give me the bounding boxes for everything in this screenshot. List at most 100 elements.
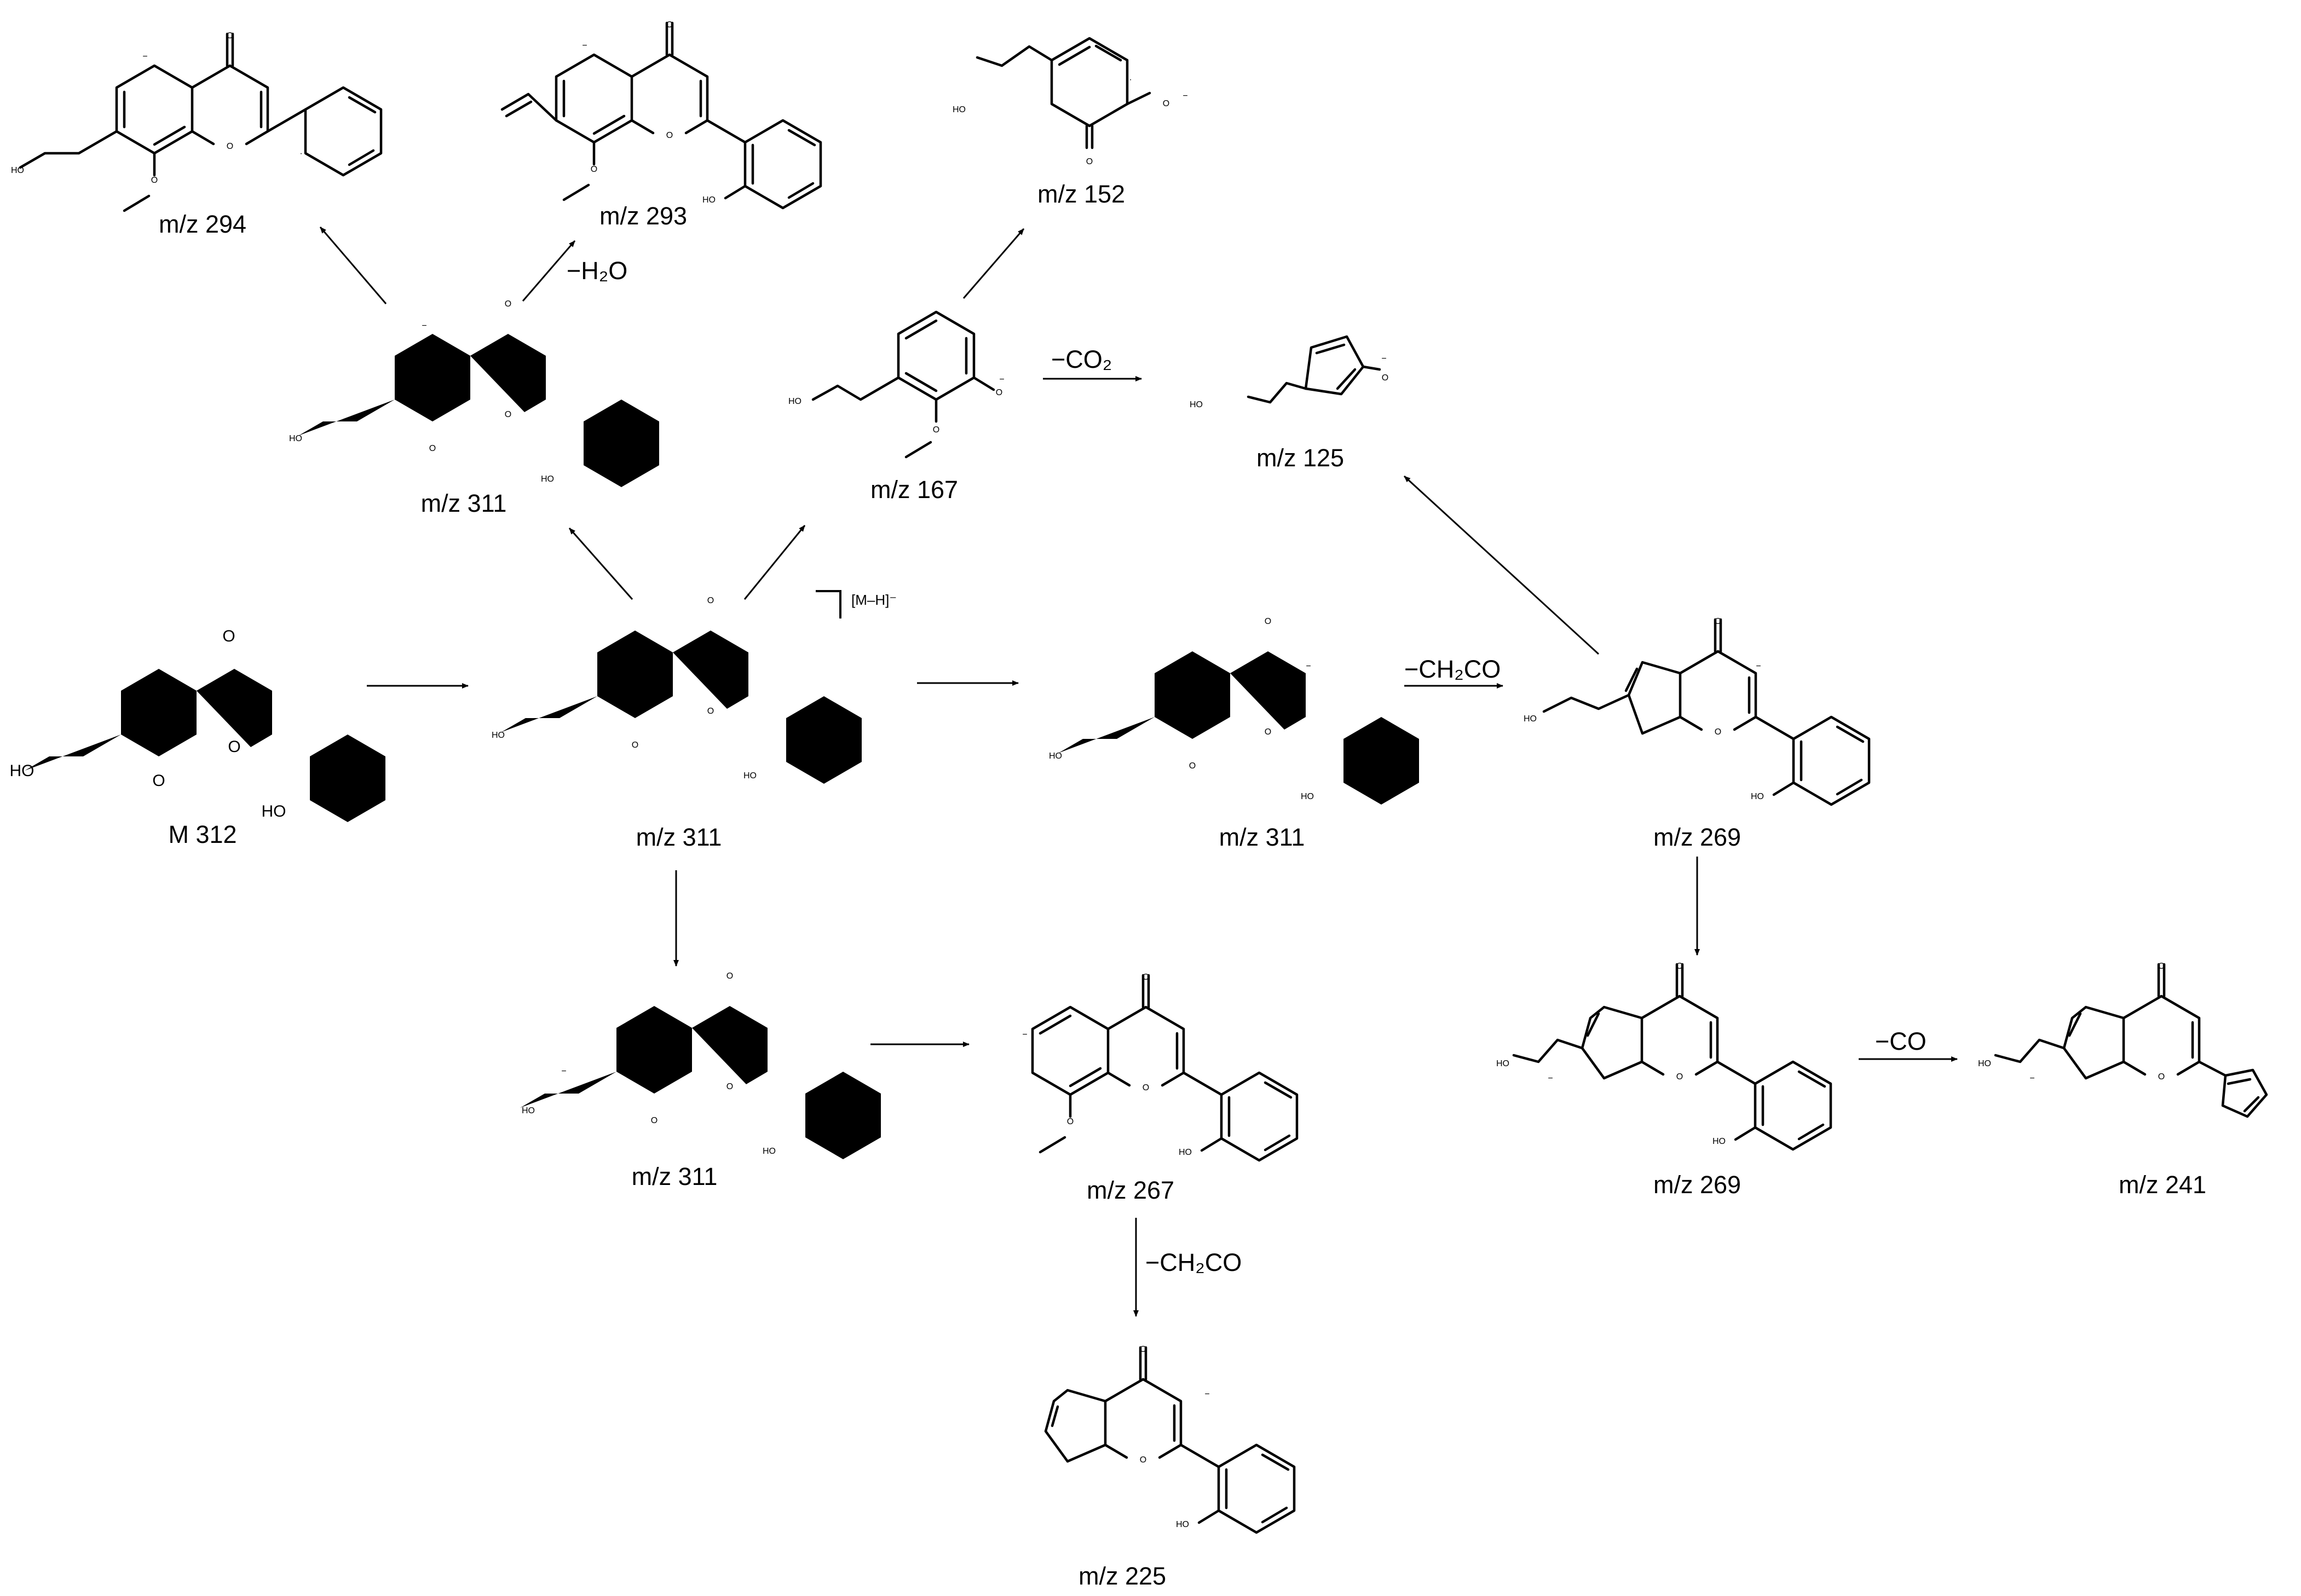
loss-co: −CO — [1875, 1027, 1927, 1055]
m269t-charge: − — [1756, 662, 1761, 671]
label-bottom-311: m/z 311 — [632, 1163, 718, 1190]
m294-carbonyl-o: O — [227, 31, 233, 41]
m269t-phenol-oh: HO — [1751, 792, 1764, 801]
label-m167: m/z 167 — [870, 476, 958, 504]
m225-carbonyl-o: O — [1140, 1345, 1146, 1354]
molecule-m312 — [25, 637, 385, 822]
b311-methoxy-o: O — [651, 1116, 658, 1125]
r311-ring-o: O — [1265, 727, 1271, 737]
m267-phenol-oh: HO — [1179, 1148, 1192, 1157]
label-m152: m/z 152 — [1037, 180, 1125, 208]
b311-alcohol-oh: HO — [522, 1106, 535, 1115]
m241-charge: − — [2029, 1074, 2034, 1083]
label-m269-bottom: m/z 269 — [1653, 1171, 1741, 1199]
m267-methoxy-o: O — [1067, 1117, 1074, 1126]
m125-atoms: O − HO — [1190, 354, 1388, 409]
m312-methoxy-o: O — [152, 772, 165, 790]
m225-phenol-oh: HO — [1176, 1520, 1189, 1529]
m294-ring-o: O — [227, 142, 233, 151]
m267-atoms: O O O HO − — [1022, 973, 1192, 1157]
arrow-m269-to-m125 — [1403, 475, 1600, 655]
label-m241: m/z 241 — [2119, 1171, 2206, 1199]
m312-carbonyl-o: O — [222, 627, 235, 645]
molecule-m125 — [1247, 335, 1381, 404]
m152-charge: − — [1183, 91, 1187, 101]
t311-phenol-oh: HO — [541, 475, 554, 484]
arrow-m167-to-m152 — [962, 228, 1025, 299]
t311-ring-o: O — [505, 410, 511, 419]
arrow-top311-to-m294 — [319, 227, 387, 304]
molecule-bottom-311 — [520, 974, 881, 1159]
m152-oxide-o: O — [1163, 99, 1169, 108]
m269-top-atoms: O O HO HO − — [1524, 617, 1764, 801]
m269b-charge: − — [1548, 1074, 1553, 1083]
m225-atoms: O O HO − — [1140, 1345, 1210, 1529]
mh-bracket-label: [M–H]⁻ — [851, 592, 897, 608]
arrow-center311-to-m167 — [743, 525, 806, 600]
t311-methoxy-o: O — [429, 444, 436, 453]
m312-atoms: O O O HO HO — [10, 627, 286, 820]
label-m267: m/z 267 — [1087, 1176, 1174, 1204]
mh-bracket: [M–H]⁻ — [816, 590, 897, 618]
label-m125: m/z 125 — [1256, 444, 1344, 472]
m293-methoxy-o: O — [591, 165, 597, 174]
m152-alcohol-oh: HO — [953, 105, 966, 114]
c311-methoxy-o: O — [632, 741, 638, 750]
label-top-311: m/z 311 — [421, 489, 507, 517]
m269b-alcohol-oh: HO — [1496, 1059, 1509, 1068]
loss-h2o: −H₂O — [567, 257, 627, 285]
c311-carbonyl-o: O — [707, 596, 714, 605]
molecule-center-311 — [501, 599, 862, 784]
m294-atoms: O O O HO − · — [11, 31, 303, 185]
molecule-top-311 — [298, 302, 659, 487]
m125-oxide-o: O — [1382, 373, 1388, 383]
m312-ring-o: O — [228, 738, 240, 756]
molecule-m269-top — [1542, 618, 1871, 806]
m312-phenol-oh: HO — [262, 802, 286, 820]
label-center-311: m/z 311 — [636, 823, 722, 851]
top-311-atoms: O O O HO HO − — [289, 299, 554, 484]
label-m225: m/z 225 — [1079, 1562, 1166, 1590]
m269b-ring-o: O — [1676, 1072, 1683, 1082]
m267-carbonyl-o: O — [1143, 973, 1149, 982]
m241-atoms: O O HO − — [1978, 962, 2165, 1083]
t311-carbonyl-o: O — [505, 299, 511, 309]
m241-carbonyl-o: O — [2158, 962, 2165, 971]
label-m293: m/z 293 — [599, 202, 687, 230]
loss-ch2co-lower: −CH₂CO — [1145, 1248, 1242, 1276]
c311-ring-o: O — [707, 707, 714, 716]
label-right-311: m/z 311 — [1219, 823, 1305, 851]
m167-charge: − — [999, 375, 1004, 384]
m293-carbonyl-o: O — [666, 20, 673, 30]
right-311-atoms: O O O HO HO − — [1049, 617, 1314, 801]
t311-charge: − — [422, 321, 426, 331]
m294-radical: · — [299, 149, 302, 158]
m294-charge: − — [142, 52, 147, 61]
b311-ring-o: O — [726, 1082, 733, 1091]
molecule-m241 — [1994, 963, 2268, 1118]
molecule-m294 — [19, 32, 383, 212]
m152-keto-o: O — [1086, 157, 1093, 166]
m269t-ring-o: O — [1715, 727, 1721, 737]
center-311-atoms: O O O HO HO — [492, 596, 757, 780]
m125-charge: − — [1381, 354, 1386, 363]
loss-co2: −CO₂ — [1051, 345, 1112, 373]
m167-oxide-o: O — [996, 388, 1002, 397]
c311-alcohol-oh: HO — [492, 731, 505, 740]
bottom-311-atoms: O O O HO HO − — [522, 972, 776, 1156]
molecule-m267 — [1031, 974, 1299, 1162]
r311-alcohol-oh: HO — [1049, 751, 1062, 761]
mass-labels: M 312 m/z 311 m/z 311 m/z 311 m/z 311 m/… — [159, 180, 2206, 1590]
label-m294: m/z 294 — [159, 210, 246, 238]
m294-methoxy-o: O — [151, 176, 158, 185]
molecule-m293 — [500, 21, 822, 210]
m269t-alcohol-oh: HO — [1524, 714, 1537, 724]
loss-ch2co-upper: −CH₂CO — [1404, 655, 1501, 683]
m269-bottom-atoms: O O HO HO − — [1496, 962, 1726, 1146]
m152-atoms: O O − · HO — [953, 75, 1188, 166]
m225-ring-o: O — [1140, 1455, 1146, 1465]
b311-charge: − — [561, 1067, 566, 1076]
molecule-m167 — [811, 310, 995, 459]
r311-carbonyl-o: O — [1265, 617, 1271, 626]
